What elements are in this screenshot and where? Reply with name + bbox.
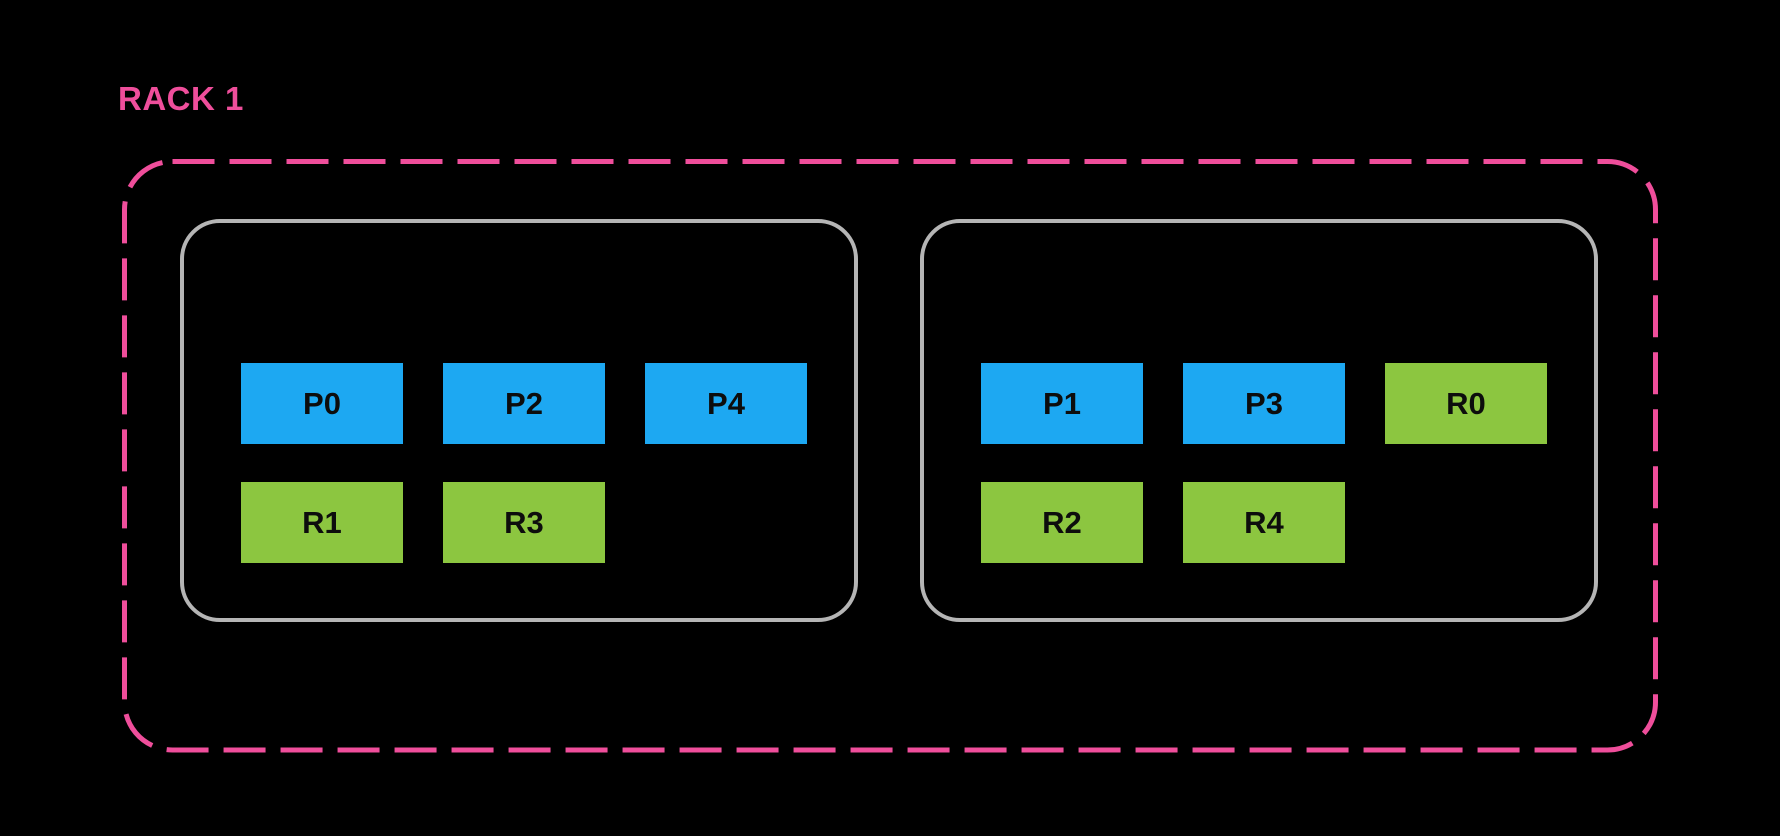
shard-box-p3: P3 xyxy=(1183,363,1345,444)
shard-row: P1 P3 R0 xyxy=(981,363,1594,444)
node-container-1: P0 P2 P4 R1 R3 xyxy=(180,219,858,622)
shard-row: P0 P2 P4 xyxy=(241,363,854,444)
shard-box-p1: P1 xyxy=(981,363,1143,444)
shard-box-p4: P4 xyxy=(645,363,807,444)
shard-box-r4: R4 xyxy=(1183,482,1345,563)
shard-box-p0: P0 xyxy=(241,363,403,444)
shard-box-r0: R0 xyxy=(1385,363,1547,444)
shard-row: R1 R3 xyxy=(241,482,854,563)
shard-box-r1: R1 xyxy=(241,482,403,563)
node-container-2: P1 P3 R0 R2 R4 xyxy=(920,219,1598,622)
rack-title: RACK 1 xyxy=(118,80,244,117)
shard-box-r2: R2 xyxy=(981,482,1143,563)
shard-row: R2 R4 xyxy=(981,482,1594,563)
shard-box-p2: P2 xyxy=(443,363,605,444)
shard-box-r3: R3 xyxy=(443,482,605,563)
